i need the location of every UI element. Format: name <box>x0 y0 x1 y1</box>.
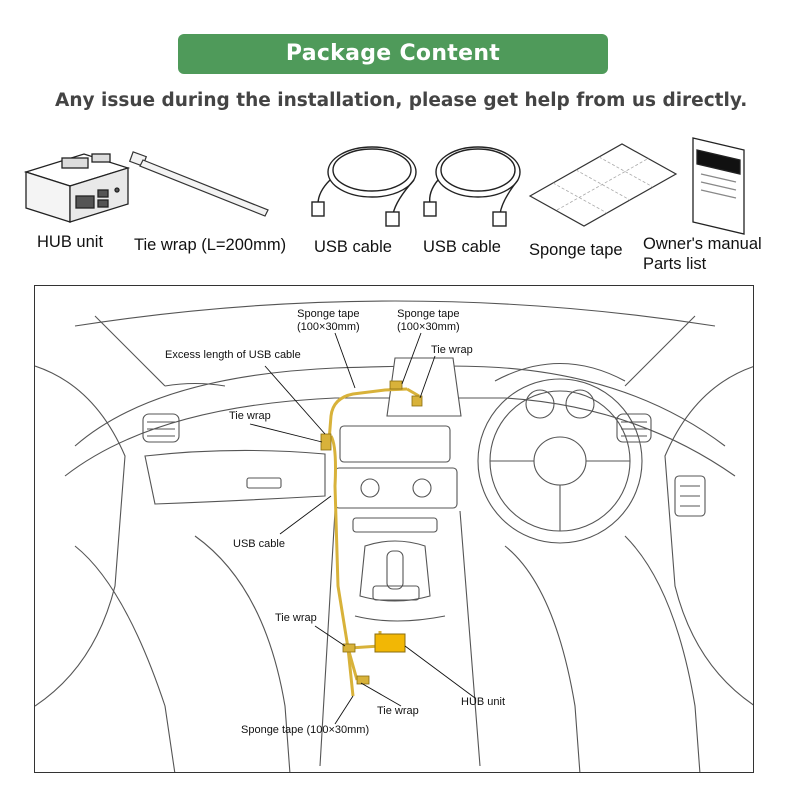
item-label-usb-cable-1: USB cable <box>314 238 392 256</box>
callout-text: (100×30mm) <box>297 321 360 333</box>
item-label-owners-manual: Owner's manual Parts list <box>643 234 762 274</box>
usb-cable-icon-2 <box>423 146 521 227</box>
callout-excess-usb-cable: Excess length of USB cable <box>165 349 301 361</box>
callout-tie-wrap-left: Tie wrap <box>229 410 271 422</box>
callout-sponge-tape-1: Sponge tape (100×30mm) <box>297 308 360 334</box>
manual-icon <box>692 137 745 235</box>
item-label-usb-cable-2: USB cable <box>423 238 501 256</box>
parts-list-line: Parts list <box>643 255 707 273</box>
callout-tie-wrap-top: Tie wrap <box>431 344 473 356</box>
item-label-sponge-tape: Sponge tape <box>529 241 623 259</box>
callout-usb-cable: USB cable <box>233 538 285 550</box>
sponge-tape-icon <box>528 143 678 227</box>
callout-text: (100×30mm) <box>397 321 460 333</box>
owners-manual-line: Owner's manual <box>643 235 762 253</box>
package-content-banner: Package Content <box>178 34 608 74</box>
callout-sponge-tape-bottom: Sponge tape (100×30mm) <box>241 724 370 736</box>
installation-diagram: Sponge tape (100×30mm) Sponge tape (100×… <box>34 285 754 773</box>
callout-text: Sponge tape <box>297 308 360 320</box>
callout-text: Sponge tape <box>397 308 460 320</box>
callout-sponge-tape-2: Sponge tape (100×30mm) <box>397 308 460 334</box>
hub-unit-location <box>374 633 406 653</box>
package-items: HUB unit Tie wrap (L=200mm) USB cable US… <box>0 130 800 280</box>
tie-wrap-icon <box>128 151 269 217</box>
callout-tie-wrap-bottom: Tie wrap <box>377 705 419 717</box>
item-label-hub-unit: HUB unit <box>37 233 104 251</box>
usb-cable-icon-1 <box>311 146 417 227</box>
installation-notice: Any issue during the installation, pleas… <box>55 90 748 111</box>
car-interior-drawing <box>35 300 753 772</box>
package-items-illustration <box>23 137 745 235</box>
hub-unit-icon <box>23 153 131 223</box>
item-label-tie-wrap: Tie wrap (L=200mm) <box>134 236 287 254</box>
callout-hub-unit: HUB unit <box>461 696 506 708</box>
callout-tie-wrap-lower: Tie wrap <box>275 612 317 624</box>
